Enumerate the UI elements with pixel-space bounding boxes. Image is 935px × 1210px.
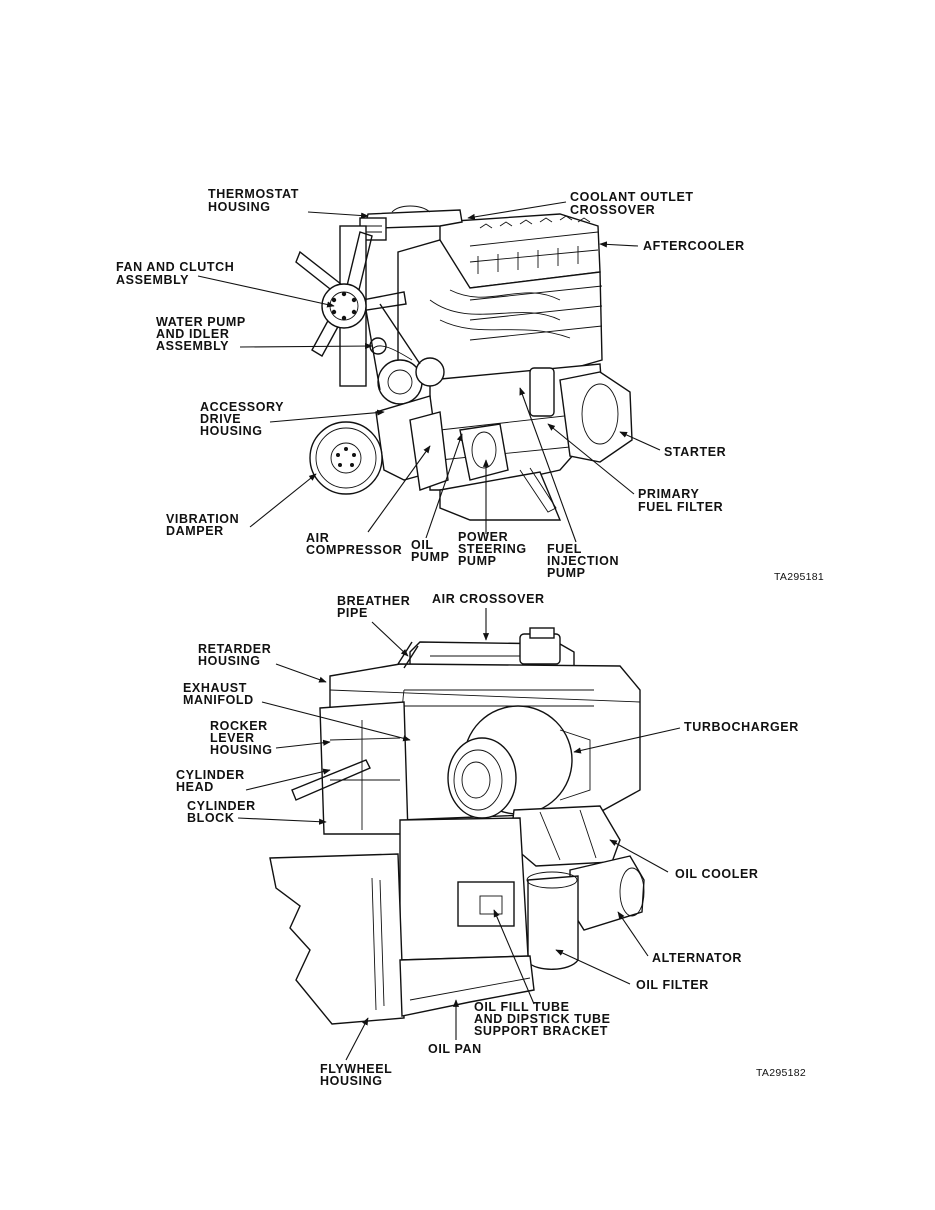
engine-rear-drawing [269, 627, 645, 1025]
figure-id-bottom: TA295182 [756, 1067, 806, 1079]
leader-lines-top [197, 201, 661, 543]
label-oil-filter: OIL FILTER [636, 978, 709, 992]
label-turbocharger: TURBOCHARGER [684, 720, 799, 734]
label-air-crossover: AIR CROSSOVER [432, 592, 545, 606]
leader-lines-bottom [237, 608, 681, 1061]
label-starter: STARTER [664, 445, 726, 459]
label-alternator: ALTERNATOR [652, 951, 742, 965]
label-aftercooler: AFTERCOOLER [643, 239, 745, 253]
label-oil-pan: OIL PAN [428, 1042, 482, 1056]
figure-id-top: TA295181 [774, 571, 824, 583]
engine-front-drawing [295, 205, 633, 521]
label-oil-cooler: OIL COOLER [675, 867, 759, 881]
